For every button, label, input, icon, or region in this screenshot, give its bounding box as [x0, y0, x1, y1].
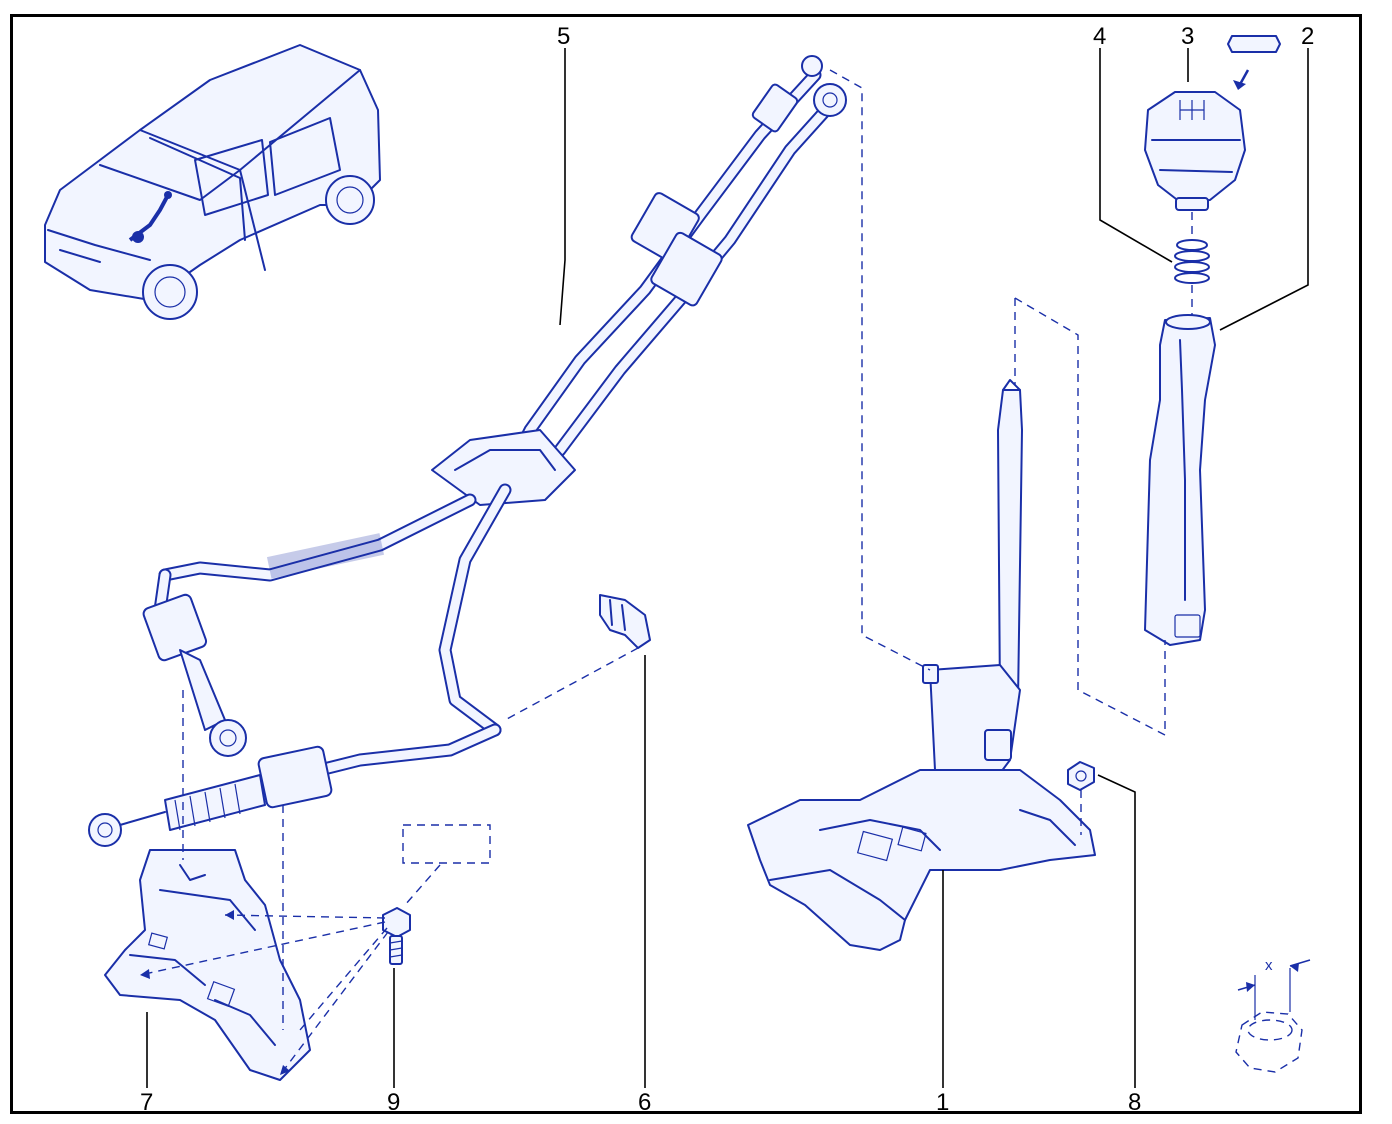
callout-6: 6 [638, 1089, 651, 1116]
callout-3: 3 [1181, 23, 1194, 50]
assembly-guide-lines [139, 69, 1193, 1076]
diagram-frame [10, 14, 1362, 1114]
nut-dimension-detail [1235, 959, 1311, 1073]
callout-8: 8 [1128, 1089, 1141, 1116]
callout-9: 9 [387, 1089, 400, 1116]
base-fixing-nut [1067, 761, 1095, 791]
callout-labels: 5 4 3 2 7 9 6 1 8 x [140, 23, 1314, 1116]
cable-retaining-clip [599, 594, 651, 649]
knob-spring [1174, 239, 1210, 284]
vehicle-location-thumbnail [44, 44, 381, 320]
cable-support-bracket [104, 849, 311, 1081]
callout-1: 1 [936, 1089, 949, 1116]
lever-sleeve [1144, 314, 1216, 646]
gear-lever-assembly [747, 379, 1096, 951]
callout-2: 2 [1301, 23, 1314, 50]
gear-knob [1144, 35, 1281, 211]
dimension-x-label: x [1265, 957, 1273, 974]
gear-control-cables [88, 55, 847, 847]
fixing-bolt [382, 824, 491, 965]
callout-4: 4 [1093, 23, 1106, 50]
callout-5: 5 [557, 23, 570, 50]
callout-7: 7 [140, 1089, 153, 1116]
callout-leader-lines [146, 48, 1309, 1088]
